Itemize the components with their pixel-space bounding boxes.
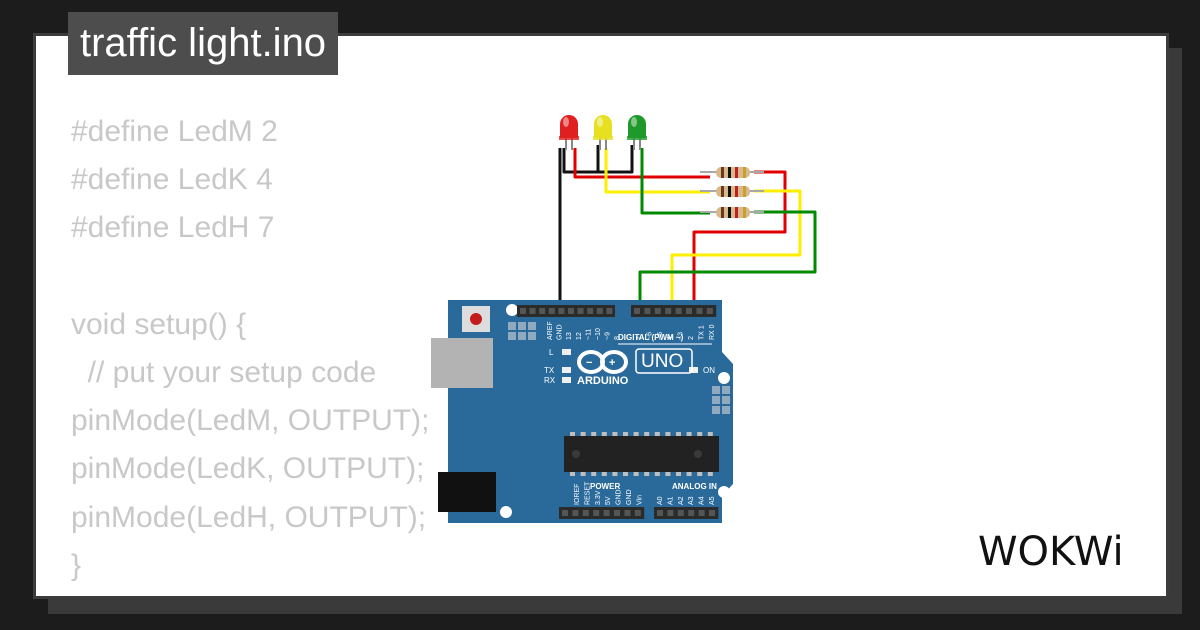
resistor-2[interactable] <box>700 186 764 197</box>
resistor-1[interactable] <box>700 167 764 178</box>
analog-in-label: ANALOG IN <box>672 482 717 491</box>
mount-hole-icon <box>718 486 730 498</box>
pin-label: ~9 <box>605 332 612 340</box>
microcontroller-chip <box>564 436 719 472</box>
pin-label: A5 <box>709 496 716 505</box>
pin-label: 3.3V <box>595 490 602 505</box>
digital-pwm-label: DIGITAL (PWM ~) <box>618 333 684 342</box>
on-label: ON <box>703 366 715 375</box>
pin-label: A3 <box>688 496 695 505</box>
pin-label: RESET <box>584 481 591 505</box>
rx-label: RX <box>544 376 556 385</box>
pin-label: IOREF <box>574 484 581 505</box>
pin-label: 5V <box>605 496 612 505</box>
digital-header <box>517 305 717 317</box>
pin-label: ~5 <box>657 332 664 340</box>
pin-label: A0 <box>657 496 664 505</box>
analog-header <box>654 507 719 519</box>
l-label: L <box>549 348 554 357</box>
pin-label: 4 <box>667 336 674 340</box>
pin-label: GND <box>616 489 623 505</box>
svg-text:+: + <box>609 357 615 369</box>
svg-text:−: − <box>586 357 592 369</box>
pin-label: TX 1 <box>698 325 705 340</box>
code-preview: #define LedM 2 #define LedK 4 #define Le… <box>71 115 430 582</box>
red-wire-led <box>573 148 710 179</box>
mount-hole-icon <box>506 304 518 316</box>
led-yellow[interactable] <box>593 115 613 150</box>
pin-label: AREF <box>547 321 554 340</box>
pin-label: ~3 <box>678 332 685 340</box>
led-red[interactable] <box>559 115 579 150</box>
mount-hole-icon <box>718 372 730 384</box>
pin-label: RX 0 <box>709 324 716 340</box>
uno-badge <box>635 348 693 374</box>
project-title[interactable]: traffic light.ino <box>68 12 339 75</box>
pin-label: 12 <box>576 332 583 340</box>
pin-label: ~6 <box>646 332 653 340</box>
resistor-3[interactable] <box>700 207 764 218</box>
yellow-wire-led <box>604 148 710 194</box>
usb-port <box>431 338 493 388</box>
pin-label: GND <box>626 489 633 505</box>
pin-label: ~11 <box>585 329 592 340</box>
tx-label: TX <box>544 366 555 375</box>
green-wire-board <box>638 210 817 307</box>
pin-label: GND <box>557 324 564 340</box>
pin-label: 8 <box>614 336 621 340</box>
pin-label: 2 <box>688 336 695 340</box>
pin-label: 7 <box>636 336 643 340</box>
power-jack <box>438 472 496 512</box>
red-wire-board <box>692 170 787 307</box>
pin-label: ~10 <box>595 328 602 340</box>
pin-label: 13 <box>566 332 573 340</box>
pin-label: A2 <box>678 496 685 505</box>
pin-label: A1 <box>667 496 674 505</box>
led-green[interactable] <box>627 115 647 150</box>
uno-label: UNO <box>641 351 683 372</box>
wokwi-logo[interactable]: WOKWi <box>978 527 1150 575</box>
pin-label: Vin <box>636 495 643 505</box>
power-header <box>559 507 645 519</box>
power-label: POWER <box>590 482 620 491</box>
arduino-logo-icon <box>577 350 628 374</box>
mount-hole-icon <box>500 506 512 518</box>
arduino-label: ARDUINO <box>577 375 629 387</box>
green-wire-led <box>640 148 710 215</box>
wokwi-logo-text: WOKWi <box>978 529 1124 575</box>
pin-label: A4 <box>699 496 706 505</box>
